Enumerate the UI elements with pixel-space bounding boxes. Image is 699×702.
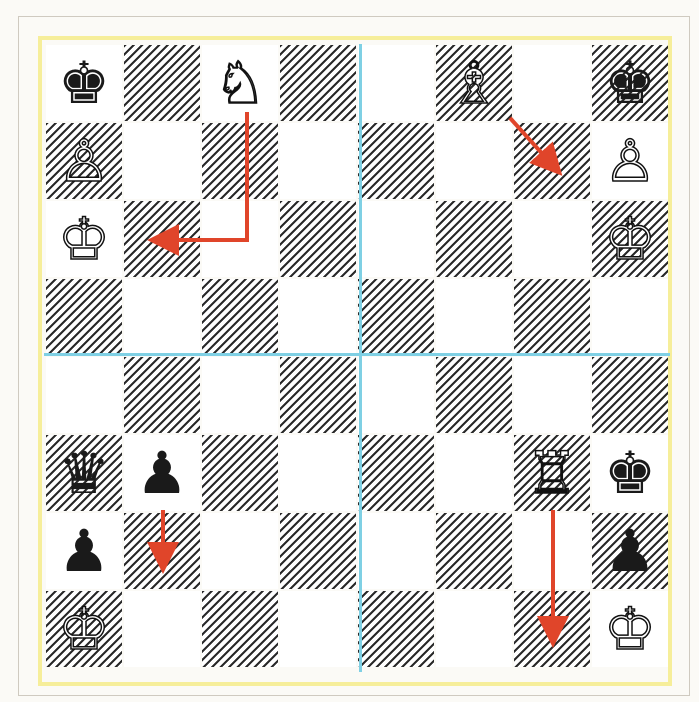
- knight-move-arrow: [155, 112, 247, 240]
- diagonal-move-arrow: [510, 118, 557, 170]
